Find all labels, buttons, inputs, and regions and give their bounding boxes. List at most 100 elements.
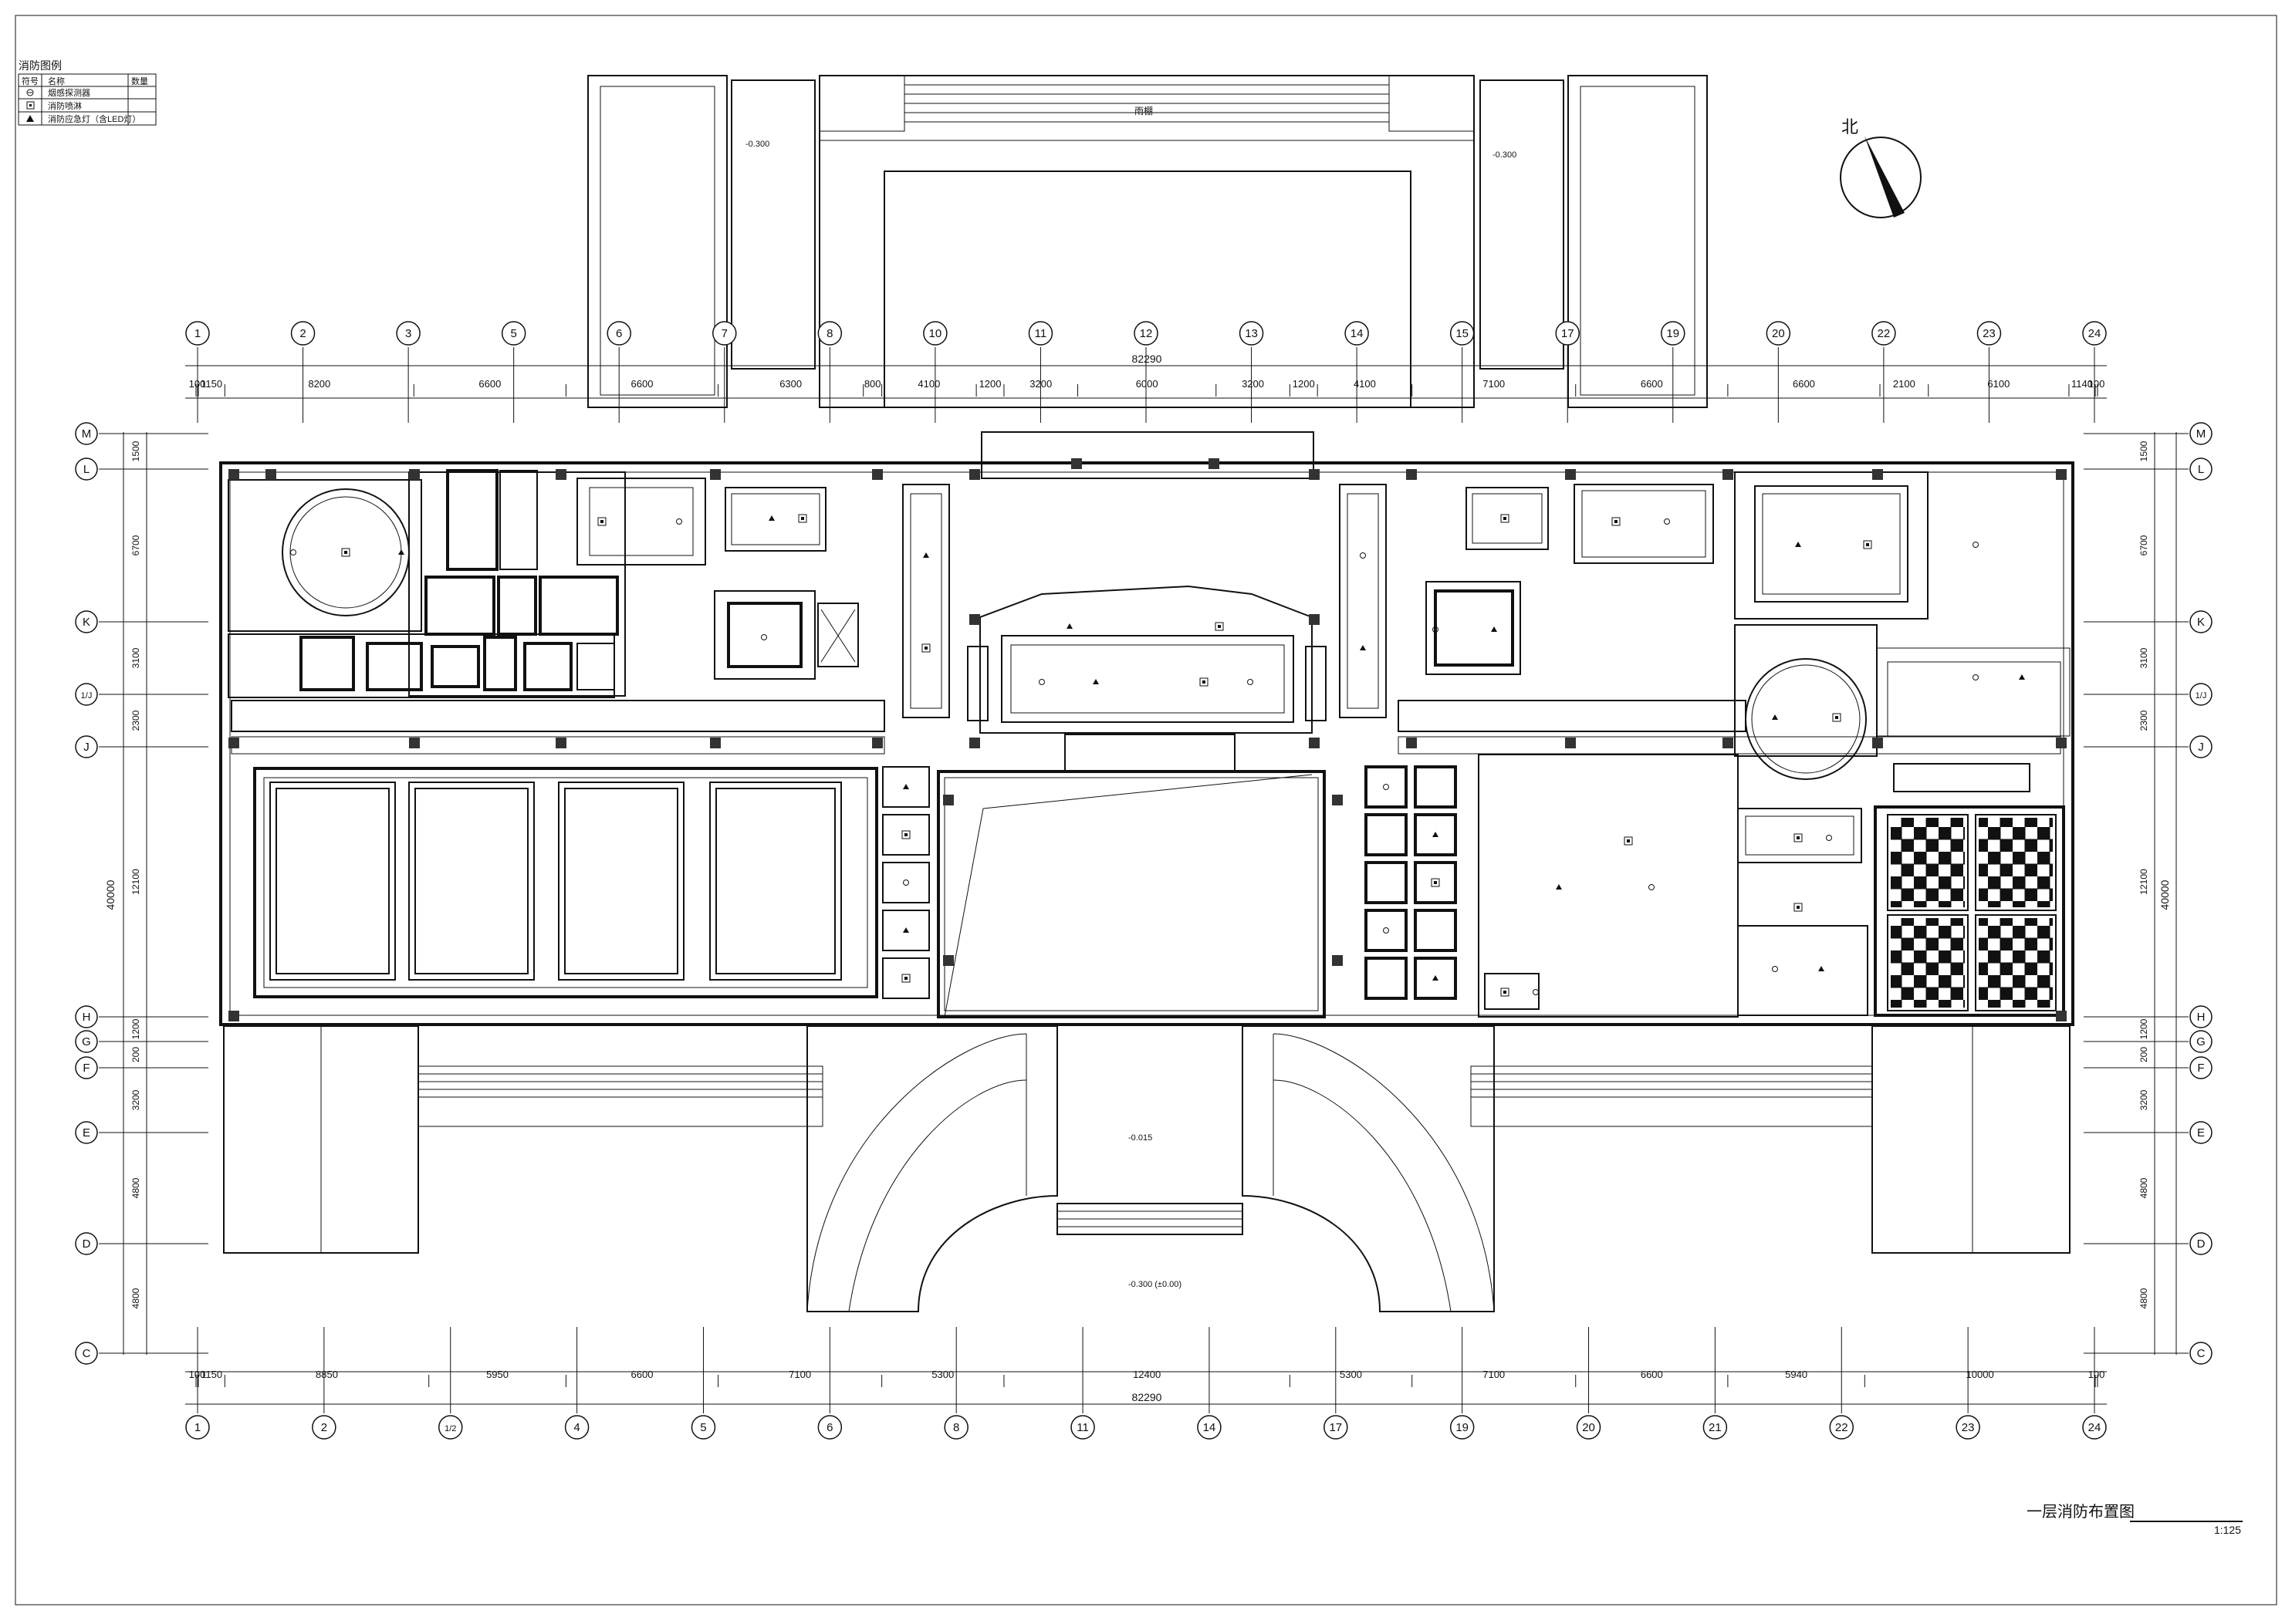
row-dim-left-9: 4800 [130,1288,141,1308]
bottom-axis-bubble-0 [185,1415,210,1440]
sprinkler-icon [1500,988,1509,997]
bottom-dim-7: 12400 [1133,1369,1161,1380]
top-axis-label-10: 13 [1245,327,1258,340]
top-axis-bubble-2 [396,321,421,346]
top-axis-label-12: 15 [1455,327,1469,340]
sprinkler-icon [901,830,911,839]
north-label: 北 [1841,117,1858,137]
top-dim-20: 100 [2088,378,2105,390]
row-axis-bubble-left-1 [75,457,98,481]
bottom-axis-label-15: 24 [2088,1421,2101,1434]
row-axis-label-right-0: M [2196,427,2206,441]
bottom-axis-label-6: 8 [953,1421,959,1434]
structural-columns [228,458,2067,1021]
title-scale: 1:125 [2214,1524,2241,1536]
row-axis-label-left-4: J [83,741,90,754]
row-dim-left-8: 4800 [130,1177,141,1198]
emergency-light-icon [1818,966,1824,971]
row-axis-bubble-left-6 [75,1030,98,1053]
row-axis-bubble-left-5 [75,1005,98,1028]
top-dim-14: 7100 [1482,378,1505,390]
top-dim-5: 6300 [779,378,802,390]
emergency-light-icon [923,552,929,558]
sheet-border [15,15,2277,1605]
top-axis-bubble-1 [290,321,316,346]
sprinkler-icon [1863,540,1872,549]
bottom-axis-label-10: 19 [1455,1421,1469,1434]
bottom-dim-9: 7100 [1482,1369,1505,1380]
sprinkler-icon [597,517,607,526]
row-axis-label-right-6: G [2196,1035,2206,1048]
legend-header-qty: 数量 [131,76,148,86]
top-axis-bubble-8 [1028,321,1053,346]
sprinkler-icon [341,548,350,557]
bottom-axis-label-2: 1/2 [445,1424,456,1433]
emergency-light-icon [1432,832,1438,837]
row-axis-label-right-2: K [2197,616,2205,629]
sprinkler-icon [1500,514,1509,523]
row-axis-bubble-right-10 [2189,1342,2213,1365]
emergency-light-icon [1093,679,1099,684]
emergency-light-icon [1360,645,1366,650]
bottom-dim-12: 10000 [1966,1369,1994,1380]
sprinkler-icon [798,514,807,523]
bottom-dim-3: 5950 [486,1369,509,1380]
row-dim-right-1: 6700 [2138,535,2149,555]
overall-dim-bottom: 82290 [1132,1391,1162,1403]
row-axis-label-left-0: M [82,427,92,441]
row-axis-label-left-2: K [83,616,90,629]
row-dim-left-3: 2300 [130,710,141,731]
level-label-entry: -0.015 [1128,1133,1152,1143]
row-axis-bubble-left-0 [75,422,98,445]
row-dim-right-4: 12100 [2138,869,2149,895]
row-total-right: 40000 [2158,880,2171,910]
row-axis-bubble-left-3 [75,683,98,706]
top-axis-label-7: 10 [929,327,942,340]
top-axis-label-3: 5 [510,327,516,340]
top-axis-bubble-12 [1449,321,1475,346]
emergency-light-icon [398,549,404,555]
fire-devices [290,514,2025,997]
top-axis-label-8: 11 [1035,327,1047,340]
emergency-light-icon [1556,884,1562,890]
top-axis-bubble-10 [1239,321,1264,346]
sprinkler-icon [1793,833,1803,842]
top-axis-label-14: 19 [1666,327,1679,340]
top-axis-label-15: 20 [1772,327,1785,340]
smoke-detector-icon [26,89,34,96]
row-axis-label-left-8: E [83,1126,90,1140]
row-dim-left-5: 1200 [130,1018,141,1039]
row-dim-left-1: 6700 [130,535,141,555]
bottom-axis-bubble-11 [1576,1415,1601,1440]
smoke-detector-icon [1360,552,1366,559]
bottom-dim-6: 5300 [931,1369,954,1380]
smoke-detector-icon [1533,989,1539,995]
row-axis-bubble-right-6 [2189,1030,2213,1053]
legend-table: 消防图例 符号 名称 数量 烟感探测器 消防喷淋 消防应急灯（含LED灯） [18,59,157,126]
top-axis-bubble-0 [185,321,210,346]
bottom-dim-13: 100 [2088,1369,2105,1380]
top-axis-bubble-9 [1134,321,1158,346]
sprinkler-icon [901,974,911,983]
row-axis-label-right-5: H [2197,1011,2206,1024]
sprinkler-icon [921,643,931,653]
bottom-axis-bubble-8 [1197,1415,1222,1440]
bottom-dim-8: 5300 [1340,1369,1362,1380]
row-axis-label-right-8: E [2197,1126,2205,1140]
bottom-dim-5: 7100 [789,1369,811,1380]
emergency-light-icon [903,927,909,933]
row-axis-bubble-left-2 [75,610,98,633]
smoke-detector-icon [761,634,767,640]
top-axis-label-2: 3 [405,327,411,340]
bottom-axis-label-4: 5 [700,1421,706,1434]
north-arrow: 北 [1840,117,1922,218]
row-axis-bubble-right-8 [2189,1121,2213,1144]
row-dim-right-7: 3200 [2138,1089,2149,1110]
smoke-detector-icon [1383,927,1389,934]
top-dim-2: 8200 [308,378,330,390]
sprinkler-icon [1431,878,1440,887]
bottom-axis-label-13: 22 [1835,1421,1848,1434]
bottom-axis-bubble-13 [1829,1415,1854,1440]
level-label-terrace-right: -0.300 [1493,150,1516,160]
